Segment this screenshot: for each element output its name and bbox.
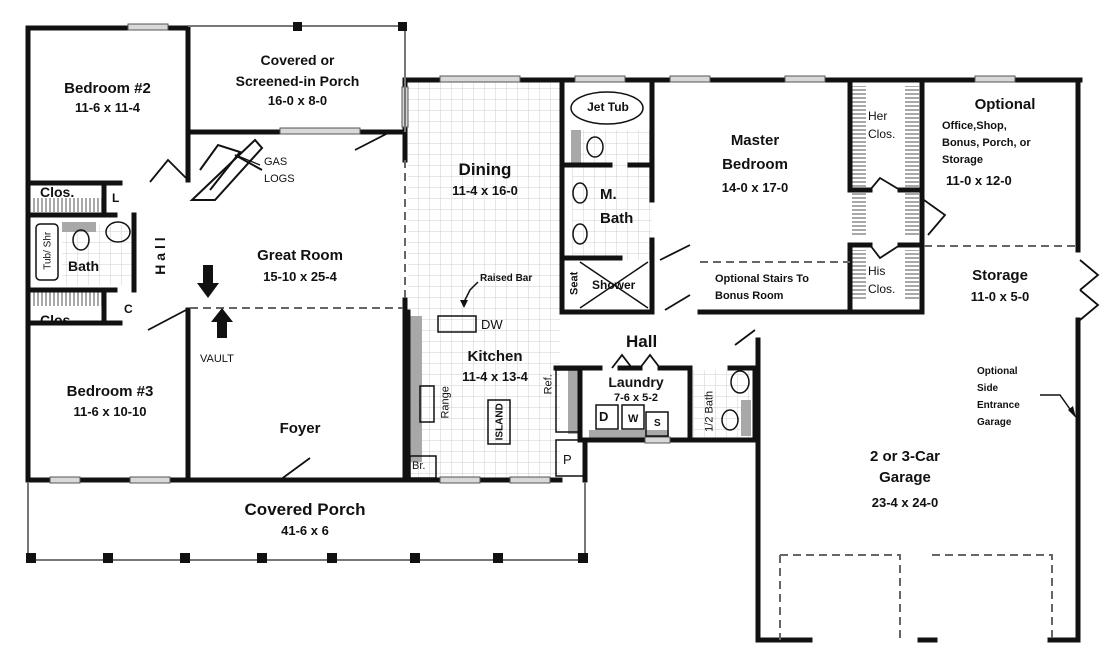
label-coat-closet: C [124,302,133,316]
label-side-entrance-1: Optional [977,366,1018,377]
room-master-bedroom-line1: Master [730,132,780,149]
room-optional-name: Optional [974,96,1036,113]
halfbath-tile [693,370,750,440]
label-hall-vertical: H a l l [151,237,168,275]
label-washer: W [628,413,639,425]
room-kitchen-dims: 11-4 x 13-4 [462,369,528,384]
label-sink: S [654,418,661,429]
label-her-closet-2: Clos. [868,127,896,141]
label-range: Range [439,386,452,419]
label-master-bath-1: M. [600,186,617,203]
label-dryer: D [599,409,609,424]
room-optional-dims: 11-0 x 12-0 [946,173,1012,188]
label-his-closet-1: His [868,264,886,278]
label-clos-lower: Clos. [40,312,75,328]
room-covered-porch-name: Covered Porch [244,500,366,519]
room-screened-porch-line2: Screened-in Porch [235,73,360,89]
room-garage-line2: Garage [879,469,931,486]
label-bath2: Bath [68,258,100,274]
room-dining-name: Dining [458,160,512,179]
room-bedroom2-dims: 11-6 x 11-4 [74,100,141,115]
bath2-tile [62,225,134,285]
room-storage-name: Storage [972,267,1028,284]
label-seat: Seat [568,271,581,295]
master-bath-tile [572,130,652,260]
label-her-closet-1: Her [868,109,888,123]
label-broom-closet: Br. [412,460,426,472]
label-island: ISLAND [494,403,506,441]
label-clos-upper: Clos. [40,184,75,200]
room-master-bedroom-line2: Bedroom [722,156,788,173]
label-optional-stairs-1: Optional Stairs To [715,273,809,285]
label-hall: Hall [626,332,658,351]
label-refrigerator: Ref. [542,374,555,395]
room-laundry-dims: 7-6 x 5-2 [613,392,659,404]
room-garage-dims: 23-4 x 24-0 [871,495,939,510]
room-great-room-name: Great Room [257,247,343,264]
room-screened-porch-dims: 16-0 x 8-0 [267,93,328,108]
room-covered-porch-dims: 41-6 x 6 [281,523,329,538]
label-shower: Shower [592,278,636,292]
room-optional-desc-2: Bonus, Porch, or [942,137,1031,149]
label-side-entrance-4: Garage [977,417,1012,428]
room-dining-dims: 11-4 x 16-0 [452,183,518,198]
room-bedroom3-dims: 11-6 x 10-10 [73,404,147,419]
label-gas-logs-1: GAS [264,156,288,168]
room-garage-line1: 2 or 3-Car [869,448,941,465]
room-screened-porch-line1: Covered or [260,52,335,68]
room-kitchen-name: Kitchen [467,348,523,365]
room-laundry-name: Laundry [608,374,664,390]
label-side-entrance-2: Side [977,383,999,394]
room-optional-desc-1: Office,Shop, [942,120,1007,132]
room-storage-dims: 11-0 x 5-0 [970,289,1030,304]
label-dishwasher: DW [481,317,503,332]
label-side-entrance-3: Entrance [977,400,1020,411]
label-pantry: P [563,452,572,467]
label-jet-tub: Jet Tub [587,100,629,114]
room-master-bedroom-dims: 14-0 x 17-0 [721,180,789,195]
label-linen: L [112,191,120,205]
room-bedroom2-name: Bedroom #2 [64,80,151,97]
label-vault: VAULT [200,353,234,365]
label-raised-bar: Raised Bar [480,273,533,284]
room-bedroom3-name: Bedroom #3 [66,383,154,400]
room-great-room-dims: 15-10 x 25-4 [263,269,337,284]
label-half-bath: 1/2 Bath [703,390,716,432]
label-gas-logs-2: LOGS [264,173,295,185]
label-tub-shower: Tub/ Shr [42,231,54,270]
label-master-bath-2: Bath [600,210,634,227]
room-foyer-name: Foyer [279,420,321,437]
room-optional-desc-3: Storage [942,154,983,166]
label-optional-stairs-2: Bonus Room [715,290,784,302]
label-his-closet-2: Clos. [868,282,896,296]
